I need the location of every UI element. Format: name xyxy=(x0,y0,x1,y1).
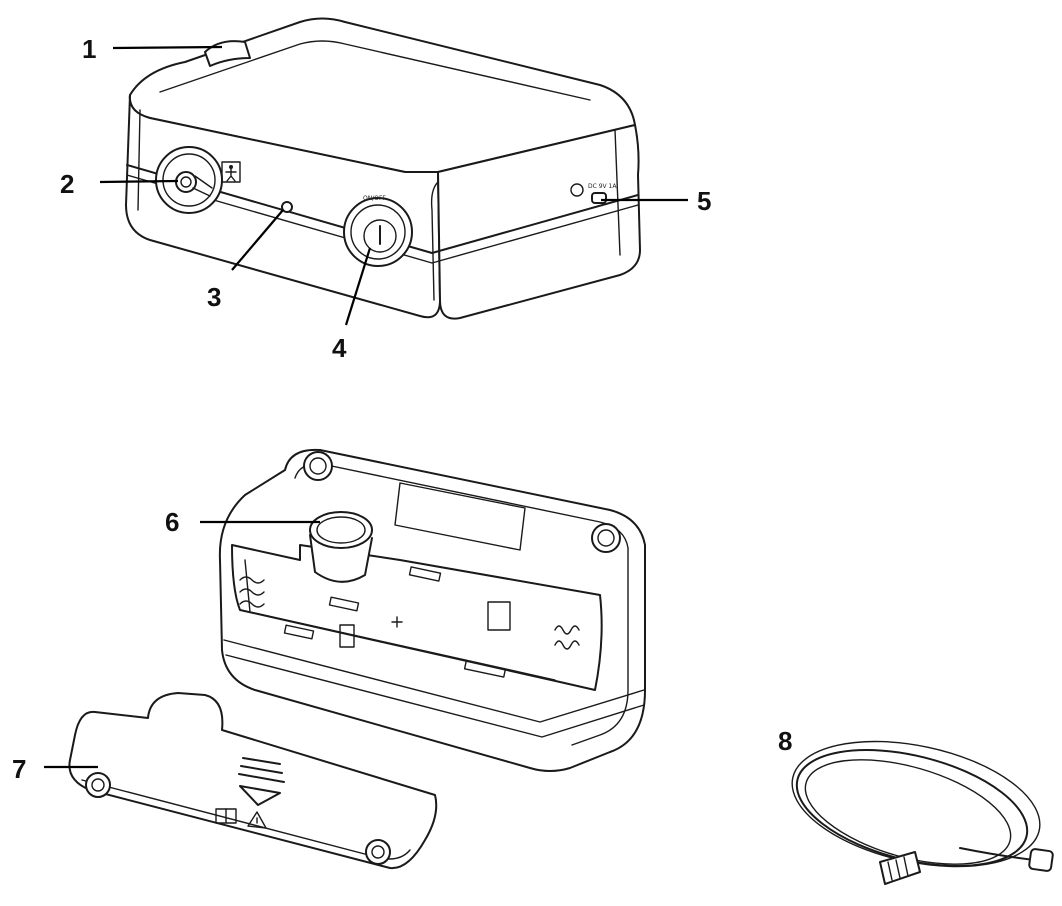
power-button: ON/OFF xyxy=(343,195,413,267)
manual-icon xyxy=(215,808,237,824)
cable-connector-left xyxy=(879,851,921,885)
indicator-light xyxy=(281,201,293,213)
device-bottom-view xyxy=(218,448,646,772)
device-front-view: ON/OFF DC 9V 1A xyxy=(125,17,641,320)
leader-lines xyxy=(44,45,688,769)
callout-4: 4 xyxy=(332,333,347,363)
callout-7: 7 xyxy=(12,754,26,784)
connector-port xyxy=(155,146,223,214)
callout-3: 3 xyxy=(207,282,221,312)
warning-icon xyxy=(247,811,267,829)
callout-8: 8 xyxy=(778,726,792,756)
callout-2: 2 xyxy=(60,169,74,199)
cable-coil xyxy=(791,740,1054,885)
dc-label: DC 9V 1A xyxy=(588,183,617,190)
buzzer xyxy=(309,511,373,583)
callout-6: 6 xyxy=(165,507,179,537)
callout-labels: 1 2 3 4 5 6 7 8 xyxy=(12,34,792,784)
battery-cover xyxy=(68,692,438,870)
cable-connector-right xyxy=(1028,848,1054,872)
callout-5: 5 xyxy=(697,186,711,216)
callout-1: 1 xyxy=(82,34,96,64)
patient-symbol-icon xyxy=(221,161,241,183)
power-label: ON/OFF xyxy=(363,195,386,202)
